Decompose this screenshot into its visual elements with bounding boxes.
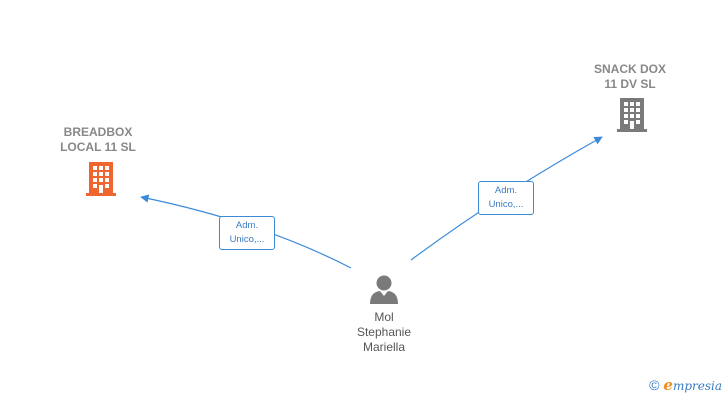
brand-logo: © empresia [649, 376, 722, 394]
building-icon[interactable] [85, 162, 117, 196]
brand-name: mpresia [672, 379, 722, 393]
person-icon[interactable] [368, 274, 400, 304]
company-label-breadbox[interactable]: BREADBOX LOCAL 11 SL [60, 125, 136, 154]
brand-e: e [663, 376, 673, 394]
company-label-snack-dox[interactable]: SNACK DOX 11 DV SL [593, 62, 666, 91]
building-icon[interactable] [616, 98, 648, 132]
edge-label-breadbox-role[interactable]: Adm. Unico,... [219, 216, 275, 250]
copyright-icon: © [649, 377, 660, 393]
edge-label-snack-dox-role[interactable]: Adm. Unico,... [478, 181, 534, 215]
person-label[interactable]: Mol Stephanie Mariella [356, 310, 412, 354]
